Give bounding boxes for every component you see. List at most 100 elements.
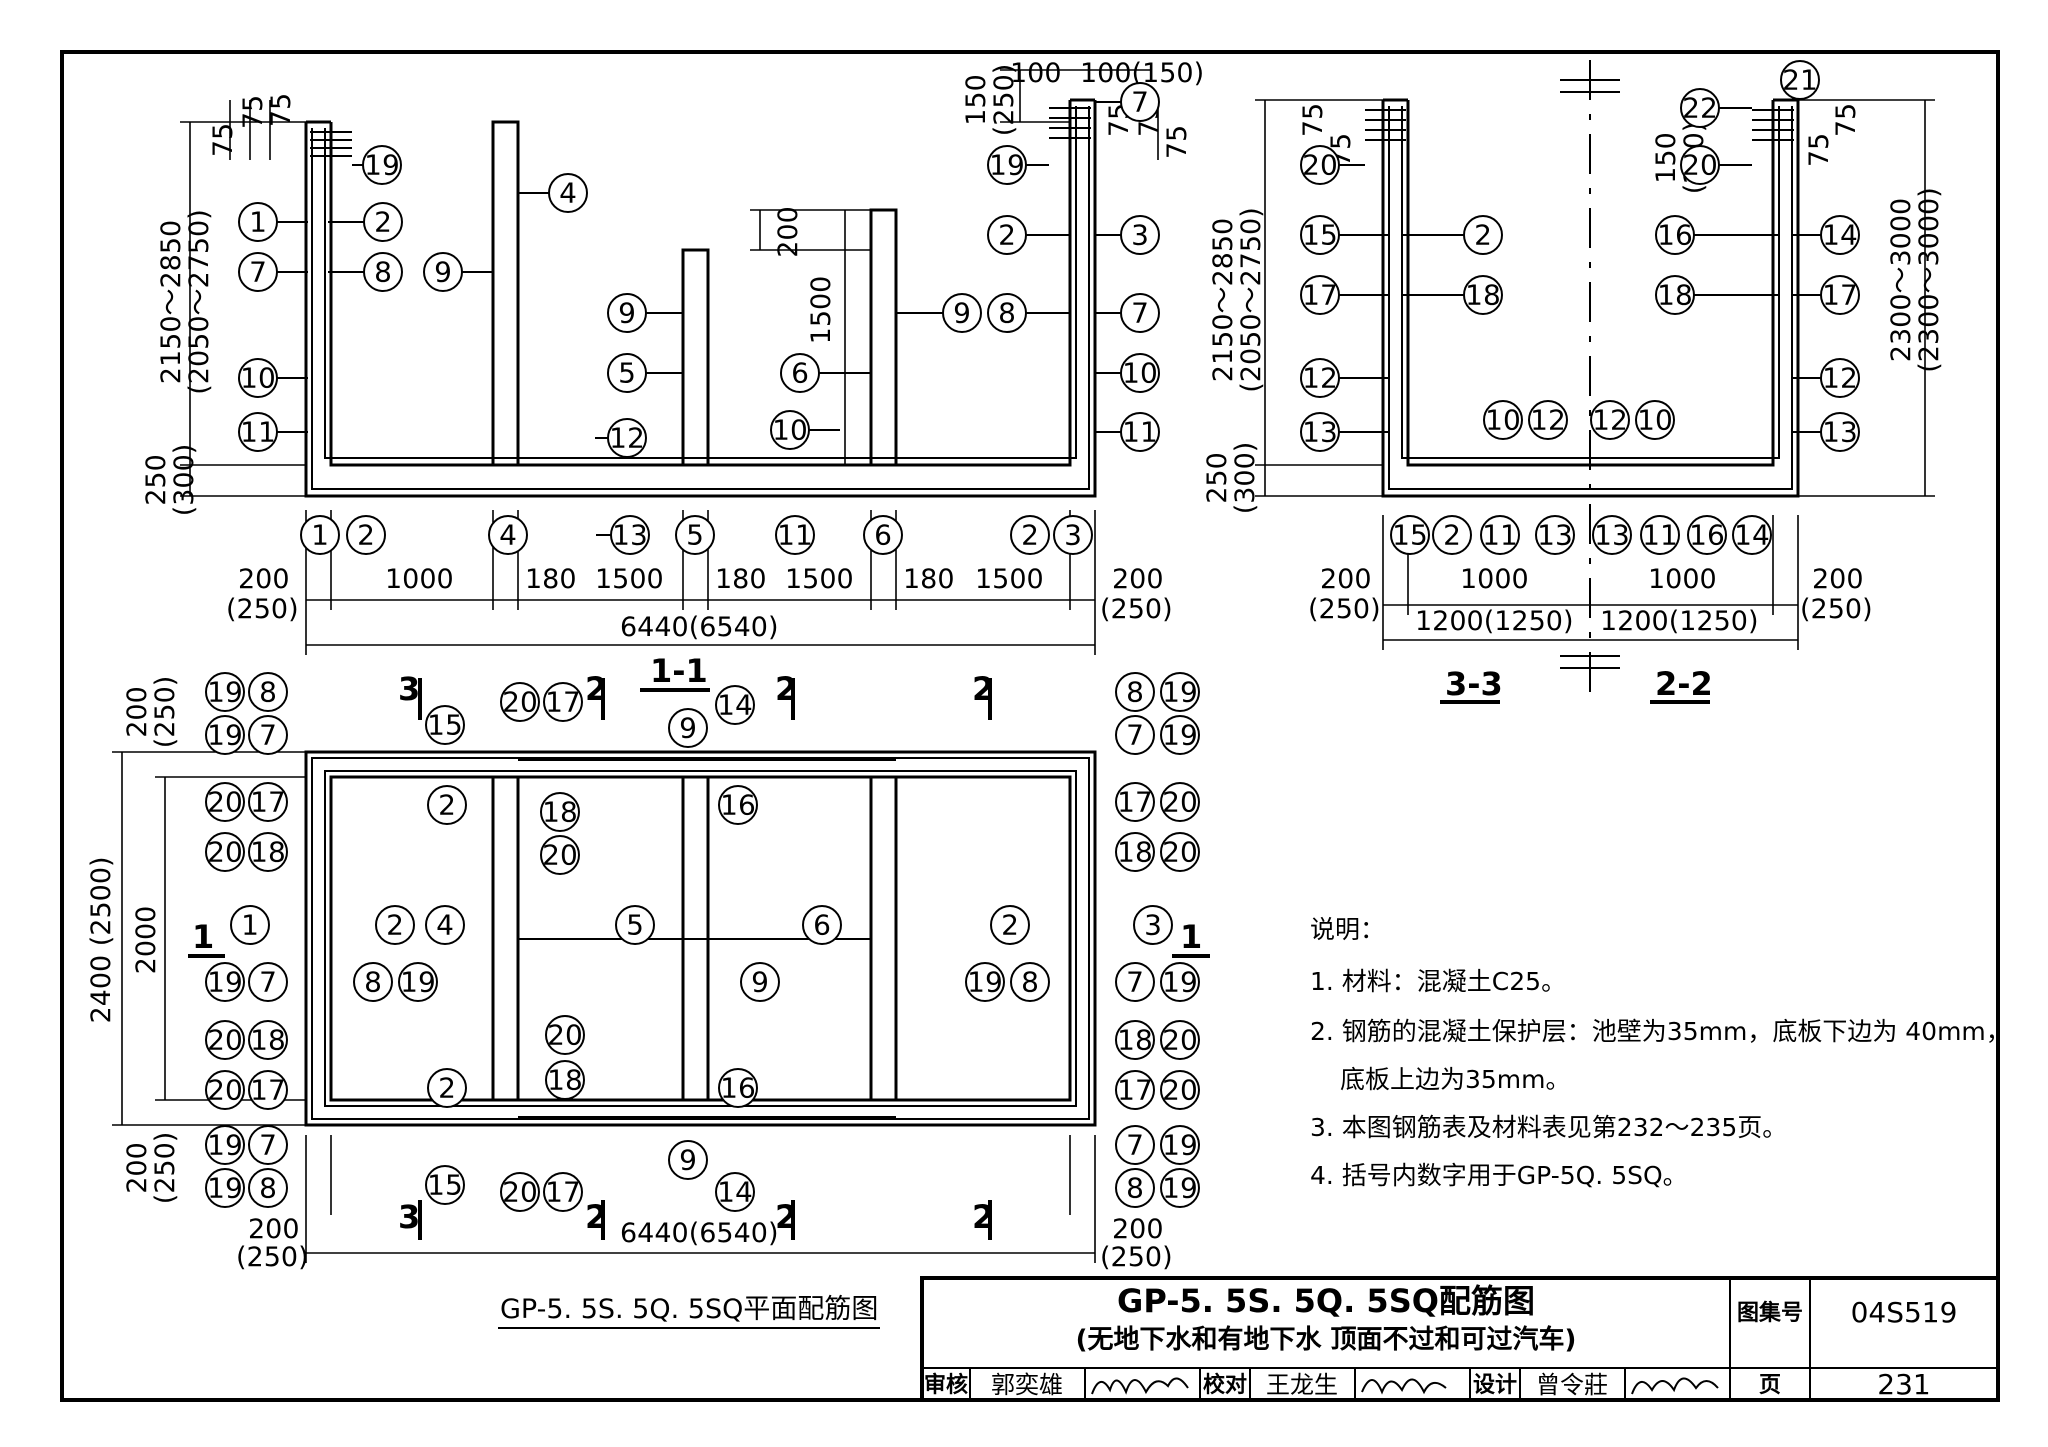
rebar-callout-number: 2 [1001, 909, 1019, 942]
rebar-callout-circle [987, 293, 1027, 333]
section-cut-markers: 1 1 3 3 2 2 2 2 2 2 [188, 670, 1210, 1240]
rebar-callout-circle [1680, 88, 1720, 128]
rebar-callout-circle [965, 962, 1005, 1002]
rebar-callout-circle [1160, 1168, 1200, 1208]
note-1: 1. 材料：混凝土C25。 [1310, 967, 1566, 996]
dim-75: 75 [1804, 133, 1835, 167]
right-dimensions: 150 (250) 100 100(150) 75 75 75 [961, 58, 1204, 160]
page-number: 231 [1877, 1368, 1930, 1401]
rebar-callout-circle [1053, 515, 1093, 555]
dim-75: 75 [238, 95, 269, 129]
dim-plan-height: 2400 (2500) [86, 856, 117, 1023]
rebar-callout-number: 5 [618, 357, 636, 390]
rebar-callout-number: 9 [953, 297, 971, 330]
left-dimensions: 2150～2850 (2050～2750) 250 (300) 75 75 75 [141, 93, 306, 516]
dim-150-alt: (250) [989, 64, 1020, 137]
rebar-callout-number: 20 [502, 1176, 538, 1209]
rebar-callout-number: 18 [250, 836, 286, 869]
rebar-callout-number: 7 [1131, 86, 1149, 119]
rebar-callout-circle [205, 1070, 245, 1110]
checker-signature [1361, 1378, 1447, 1395]
section-label-2-2: 2-2 [1655, 665, 1713, 703]
dim-75: 75 [1831, 103, 1862, 137]
rebar-callout-circle [607, 293, 647, 333]
rebar-inner [324, 106, 1077, 459]
rebar-callout-number: 8 [374, 256, 392, 289]
notes-block: 说明： 1. 材料：混凝土C25。 2. 钢筋的混凝土保护层：池壁为35mm，底… [1310, 915, 2011, 1190]
dim-180: 180 [525, 564, 577, 595]
rebar-callout-circle [425, 705, 465, 745]
rebar-callout-circle [248, 782, 288, 822]
dim-1000: 1000 [385, 564, 454, 595]
rebar-callout-circle [238, 412, 278, 452]
dim-200-right: 200 [1112, 564, 1164, 595]
rebar-callout-circle [1592, 515, 1632, 555]
rebar-callout-number: 7 [249, 256, 267, 289]
rebar-callout-circle [1115, 782, 1155, 822]
rebar-callout-number: 19 [1162, 719, 1198, 752]
rebar-callout-number: 20 [1302, 149, 1338, 182]
rebar-callout-number: 20 [1162, 836, 1198, 869]
rebar-callout-number: 17 [250, 786, 286, 819]
section-1-1: 2150～2850 (2050～2750) 250 (300) 75 75 75… [141, 58, 1204, 692]
rebar-callout-number: 13 [612, 519, 648, 552]
rebar-callout-number: 8 [1021, 966, 1039, 999]
dim-200-right: 200 [1812, 564, 1864, 595]
rebar-callout-circle [205, 1125, 245, 1165]
rebar-callout-number: 16 [720, 1072, 756, 1105]
rebar-callout-number: 1 [311, 519, 329, 552]
rebar-callout-circle [540, 792, 580, 832]
rebar-callout-circle [1120, 293, 1160, 333]
page-label: 页 [1759, 1373, 1781, 1398]
atlas-label: 图集号 [1737, 1300, 1803, 1326]
dim-1500: 1500 [806, 276, 837, 345]
cut-1-left: 1 [192, 918, 214, 956]
dim-1200: 1200(1250) [1415, 606, 1574, 637]
rebar-callout-circle [353, 962, 393, 1002]
rebar-callout-number: 5 [626, 909, 644, 942]
rebar-callout-circle [607, 418, 647, 458]
rebar-callout-circle [543, 682, 583, 722]
rebar-callout-number: 4 [559, 177, 577, 210]
rebar-callout-number: 15 [427, 709, 463, 742]
dim-wall-height-alt: (2050～2750) [1236, 207, 1267, 393]
rebar-callout-number: 19 [1162, 1129, 1198, 1162]
rebar-callout-circle [500, 1172, 540, 1212]
check-label: 校对 [1203, 1372, 1247, 1398]
rebar-callout-circle [205, 1168, 245, 1208]
rebar-callout-number: 13 [1537, 519, 1573, 552]
dim-plan-inner: 2000 [131, 906, 162, 975]
rebar-callout-number: 6 [874, 519, 892, 552]
drawing-subtitle: (无地下水和有地下水 顶面不过和可过汽车) [1076, 1324, 1577, 1355]
rebar-callout-circle [1687, 515, 1727, 555]
rebar-callout-circle [987, 215, 1027, 255]
rebar-callout-number: 12 [1592, 404, 1628, 437]
rebar-callout-circle [1120, 412, 1160, 452]
rebar-callout-number: 20 [1162, 1024, 1198, 1057]
dim-200-left: 200 [238, 564, 290, 595]
rebar-callout-circle [1300, 412, 1340, 452]
dim-75: 75 [1162, 125, 1193, 159]
rebar-callout-number: 21 [1782, 64, 1818, 97]
rebar-callout-circle [346, 515, 386, 555]
plan-rebar-inner [324, 770, 1077, 1107]
rebar-callout-circle [668, 708, 708, 748]
rebar-callout-number: 17 [250, 1074, 286, 1107]
rebar-callout-number: 18 [1117, 1024, 1153, 1057]
rebar-callout-circle [205, 962, 245, 1002]
rebar-callout-number: 15 [427, 1169, 463, 1202]
rebar-callout-circle [1300, 275, 1340, 315]
rebar-callout-circle [248, 1168, 288, 1208]
rebar-callout-circle [780, 353, 820, 393]
rebar-callout-circle [987, 145, 1027, 185]
rebar-callout-number: 8 [259, 1172, 277, 1205]
rebar-callout-circle [1160, 832, 1200, 872]
rebar-callout-circle [718, 785, 758, 825]
rebar-callout-number: 18 [1657, 279, 1693, 312]
tank-inner-outline [329, 100, 1072, 467]
rebar-callout-number: 2 [1021, 519, 1039, 552]
rebar-callout-number: 18 [542, 796, 578, 829]
section-top-bars [1365, 109, 1794, 141]
dim-75: 75 [208, 123, 239, 157]
